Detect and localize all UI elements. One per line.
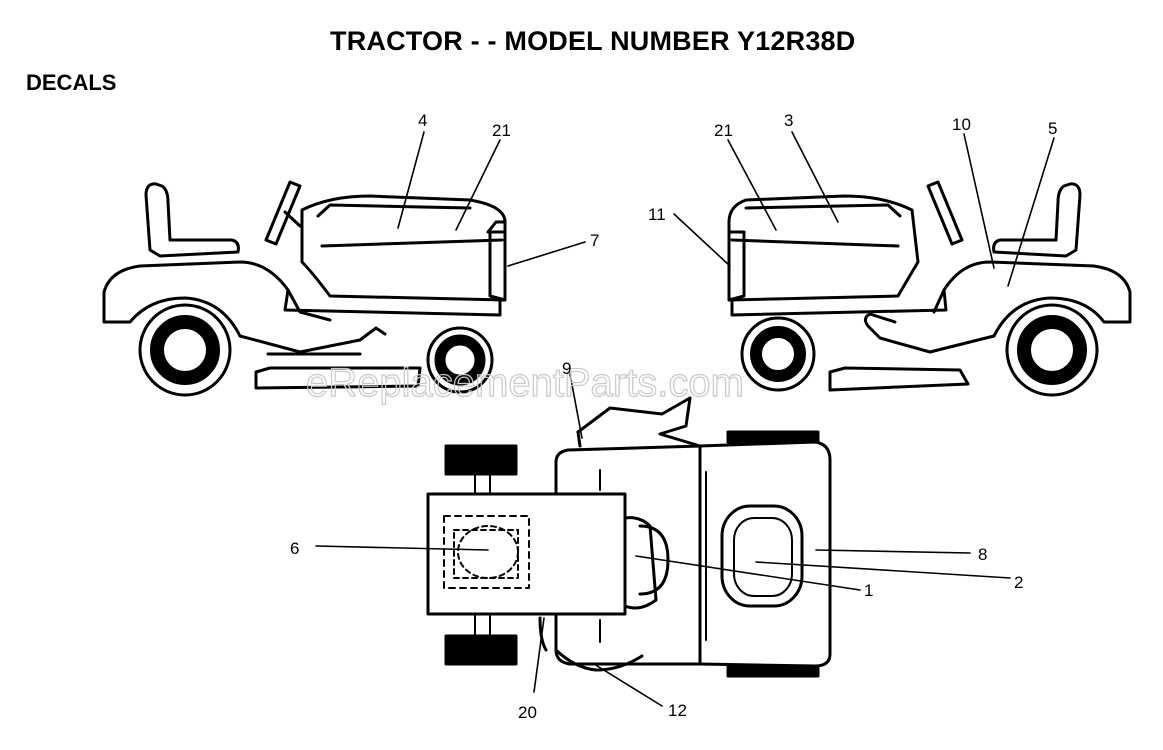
- callout-3: 3: [784, 111, 793, 130]
- watermark: eReplacementParts.com: [306, 361, 744, 405]
- callout-9: 9: [562, 359, 571, 378]
- top-view-tractor: [426, 396, 832, 678]
- callout-21-right: 21: [714, 121, 733, 140]
- right-side-tractor: [727, 180, 1132, 397]
- callout-11: 11: [648, 205, 666, 224]
- leader-lines: [315, 131, 1055, 707]
- page-title: TRACTOR - - MODEL NUMBER Y12R38D: [330, 26, 856, 56]
- callout-5: 5: [1048, 119, 1057, 138]
- callout-2: 2: [1014, 573, 1023, 592]
- callout-6: 6: [290, 539, 299, 558]
- callout-10: 10: [952, 115, 971, 134]
- callout-labels: 4 21 7 21 3 10 5 11 9 6 8 1 2 20 12: [290, 111, 1057, 722]
- callout-20: 20: [518, 703, 537, 722]
- callout-1: 1: [864, 581, 873, 600]
- callout-7: 7: [590, 231, 599, 250]
- callout-4: 4: [418, 111, 427, 130]
- section-heading: DECALS: [26, 70, 117, 95]
- callout-21-left: 21: [492, 121, 511, 140]
- callout-8: 8: [978, 545, 987, 564]
- left-side-tractor: [102, 180, 507, 397]
- callout-12: 12: [668, 701, 687, 720]
